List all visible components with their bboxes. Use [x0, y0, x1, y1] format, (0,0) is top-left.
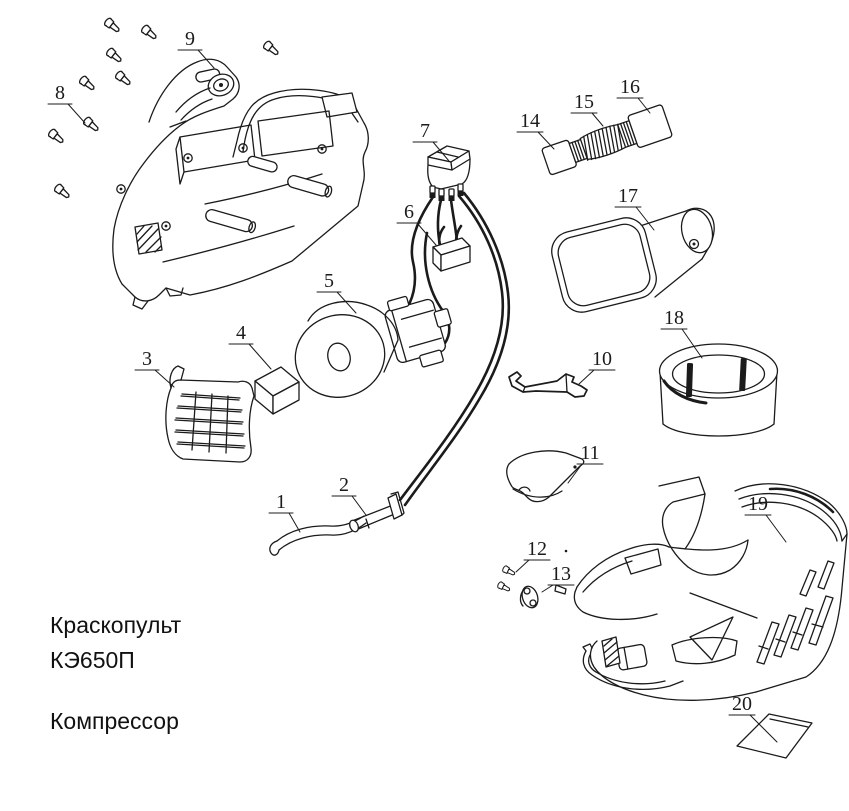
part-motor-turbine [294, 295, 452, 398]
callout-label-17: 17 [618, 185, 638, 207]
product-type: Компрессор [50, 708, 179, 734]
part-filter-block [254, 366, 300, 415]
callout-label-9: 9 [185, 28, 195, 50]
callout-20: 20 [728, 693, 778, 743]
callout-label-18: 18 [664, 307, 684, 329]
caption-spacer [50, 678, 181, 704]
product-name: Краскопульт [50, 612, 182, 638]
part-retainer-ring [658, 343, 779, 437]
callout-1: 1 [268, 491, 301, 533]
part-cord-gland-assembly [541, 104, 673, 176]
callout-label-2: 2 [339, 474, 349, 496]
product-model: КЭ650П [50, 647, 135, 673]
part-small-screws [496, 549, 568, 594]
part-capacitor [432, 224, 471, 272]
callout-16: 16 [616, 76, 651, 114]
callout-label-13: 13 [551, 563, 571, 585]
callout-label-19: 19 [748, 493, 768, 515]
callout-label-5: 5 [324, 270, 334, 292]
callout-12: 12 [515, 538, 551, 573]
wiring-harness [398, 191, 511, 507]
callout-17: 17 [614, 185, 655, 231]
callout-label-6: 6 [404, 201, 414, 223]
part-cord-strain-relief [349, 491, 405, 533]
callout-label-14: 14 [520, 110, 540, 132]
part-cord-clamp [519, 585, 539, 609]
callouts: 1 2 3 4 5 6 7 8 [47, 28, 787, 743]
callout-label-4: 4 [236, 322, 246, 344]
callout-19: 19 [744, 493, 787, 543]
callout-4: 4 [228, 322, 272, 370]
callout-3: 3 [134, 348, 175, 388]
callout-label-8: 8 [55, 82, 65, 104]
part-intake-grille [165, 365, 255, 463]
product-caption: Краскопульт КЭ650П Компрессор [50, 608, 181, 739]
callout-label-15: 15 [574, 91, 594, 113]
part-lower-housing [554, 476, 848, 701]
part-base-pad [736, 713, 813, 759]
callout-label-7: 7 [420, 120, 430, 142]
callout-label-20: 20 [732, 693, 752, 715]
part-power-switch [427, 145, 471, 201]
part-air-funnel [551, 207, 715, 313]
callout-label-3: 3 [142, 348, 152, 370]
callout-label-12: 12 [527, 538, 547, 560]
callout-7: 7 [412, 120, 450, 162]
callout-label-16: 16 [620, 76, 640, 98]
callout-label-11: 11 [580, 442, 599, 464]
callout-15: 15 [570, 91, 604, 127]
callout-14: 14 [516, 110, 555, 150]
part-upper-housing-handle [112, 58, 369, 310]
callout-10: 10 [578, 348, 616, 385]
callout-11: 11 [567, 442, 604, 484]
callout-label-1: 1 [276, 491, 286, 513]
callout-5: 5 [316, 270, 357, 314]
callout-9: 9 [177, 28, 215, 69]
part-deflector-plate [506, 450, 585, 503]
callout-label-10: 10 [592, 348, 612, 370]
callout-13: 13 [541, 563, 575, 593]
callout-2: 2 [331, 474, 367, 516]
callout-6: 6 [396, 201, 437, 246]
callout-8: 8 [47, 82, 86, 124]
callout-18: 18 [660, 307, 703, 359]
part-wire-bracket [508, 371, 588, 398]
